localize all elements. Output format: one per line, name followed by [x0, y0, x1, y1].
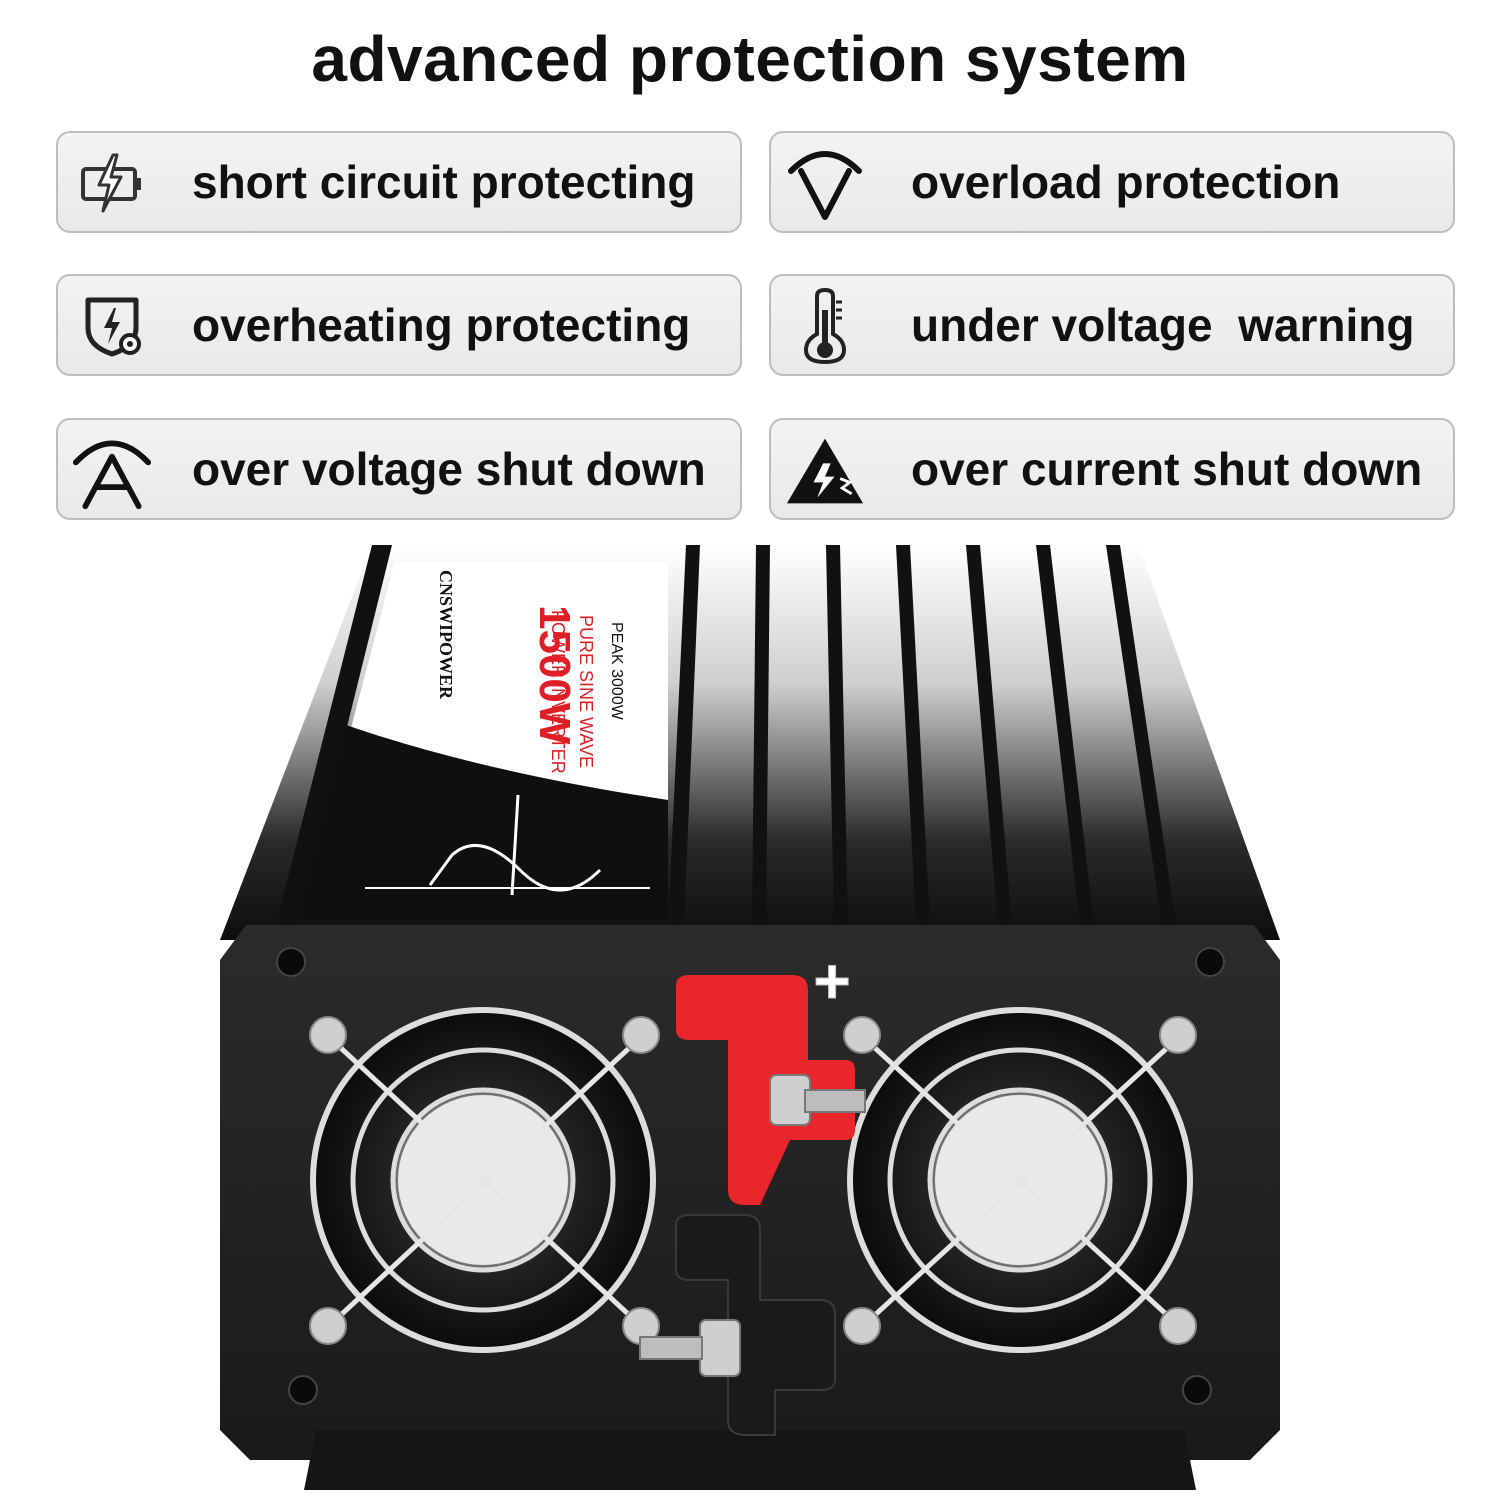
heatsink-fins: [276, 545, 1176, 925]
inverter-line2-text: PURE SINE WAVE: [576, 615, 596, 768]
arc-v-icon: [785, 145, 865, 221]
inverter-image: CNSWIPOWER 1500W POWER INVERTER PURE SIN…: [220, 545, 1280, 1490]
feature-overload: overload protection: [769, 131, 1455, 233]
feature-label: short circuit protecting: [192, 156, 696, 208]
feature-label: over voltage shut down: [192, 443, 706, 495]
left-fan: [309, 1007, 660, 1353]
feature-under-voltage: under voltage warning: [769, 274, 1455, 376]
positive-sign: +: [813, 945, 850, 1017]
feature-over-current: over current shut down: [769, 418, 1455, 520]
feature-over-voltage: over voltage shut down: [56, 418, 742, 520]
negative-terminal: [639, 1214, 836, 1436]
page-title: advanced protection system: [311, 23, 1189, 95]
feature-label: overload protection: [911, 156, 1341, 208]
shield-bolt-icon: [72, 288, 152, 364]
positive-terminal: [676, 975, 866, 1205]
inverter-line1-text: POWER INVERTER: [548, 610, 568, 774]
brand-text: CNSWIPOWER: [436, 570, 456, 700]
feature-label: overheating protecting: [192, 299, 691, 351]
feature-label: over current shut down: [911, 443, 1423, 495]
right-fan: [843, 1007, 1197, 1353]
feature-short-circuit: short circuit protecting: [56, 131, 742, 233]
arc-a-icon: [72, 432, 152, 510]
peak-text: PEAK 3000W: [608, 622, 625, 721]
warning-bolt-icon: [785, 432, 865, 508]
feature-overheating: overheating protecting: [56, 274, 742, 376]
wattage-text: 1500W: [530, 605, 579, 745]
feature-label: under voltage warning: [911, 299, 1415, 351]
thermometer-icon: [785, 288, 865, 364]
battery-bolt-icon: [72, 145, 152, 221]
